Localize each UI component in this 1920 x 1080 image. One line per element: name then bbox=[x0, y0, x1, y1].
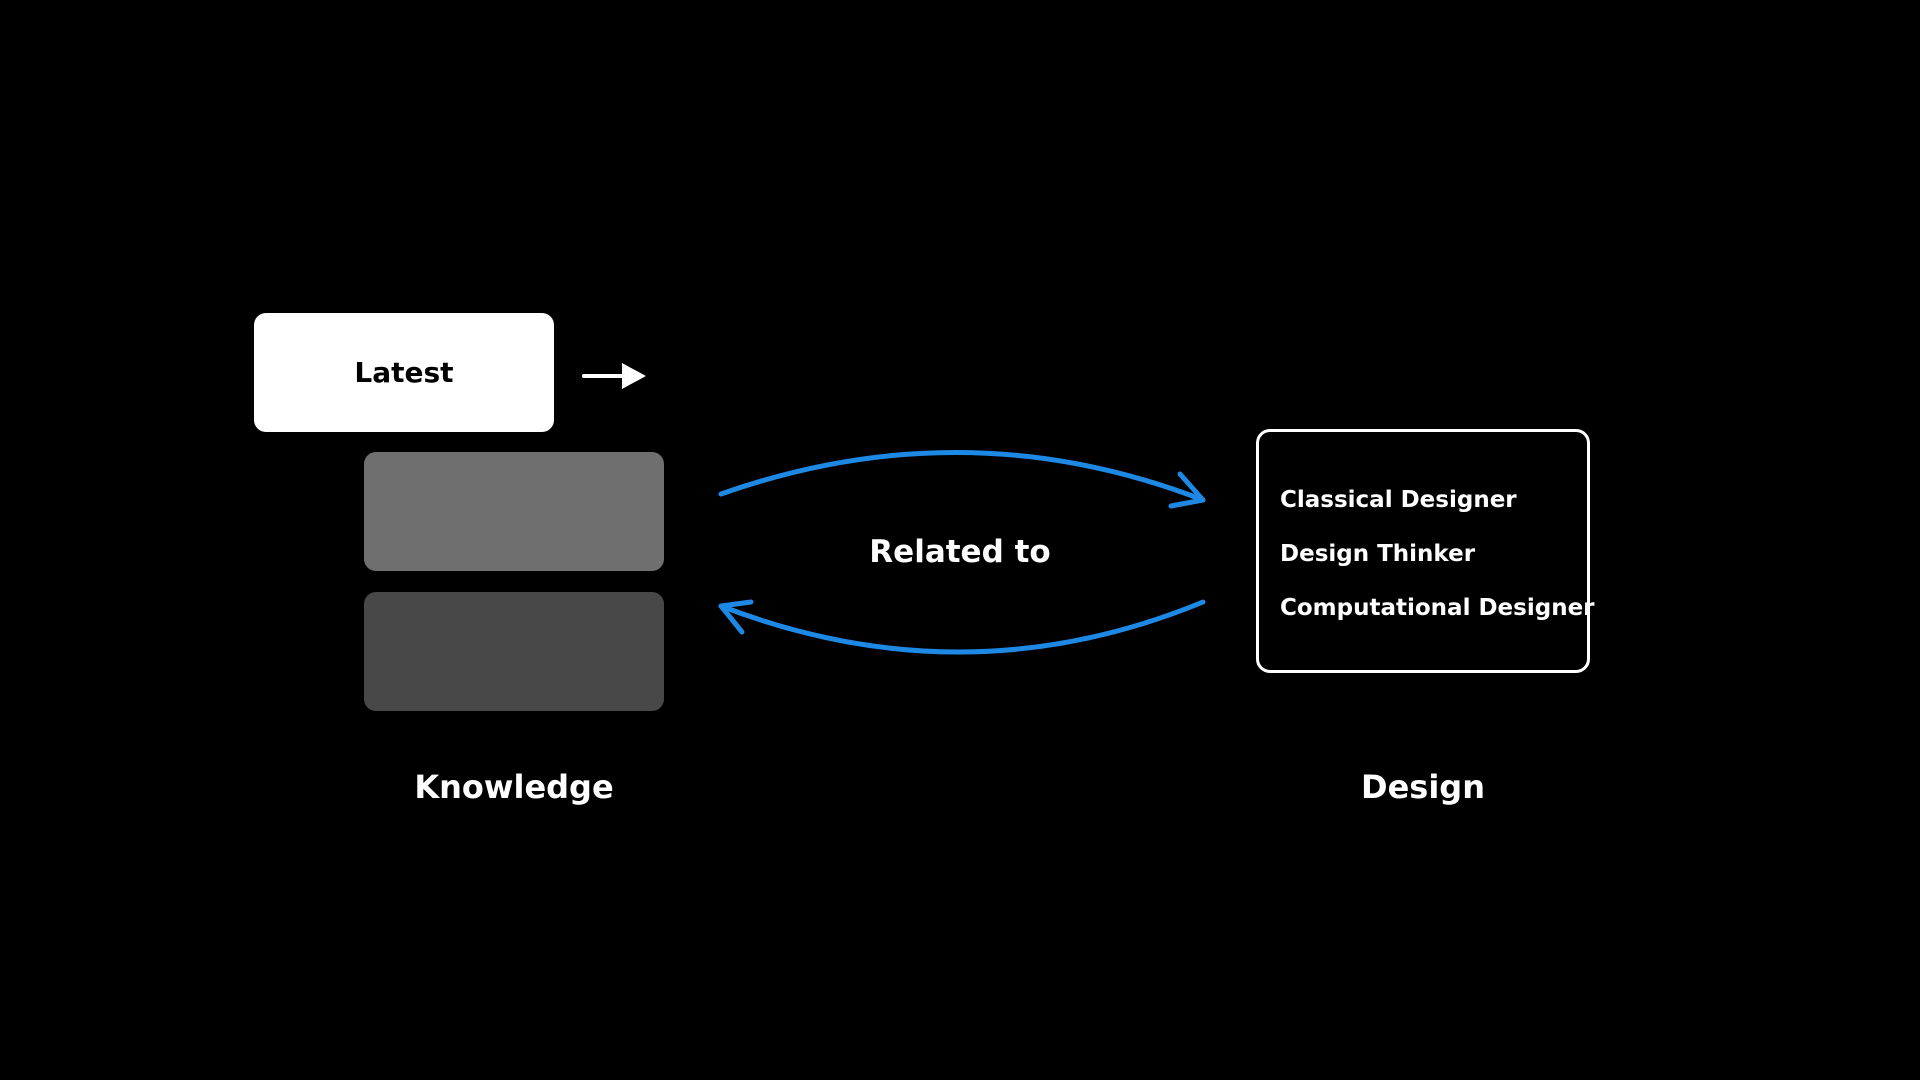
design-label: Design bbox=[1361, 768, 1485, 806]
knowledge-card-back bbox=[364, 592, 664, 711]
knowledge-card-middle bbox=[364, 452, 664, 571]
role-classical-designer: Classical Designer bbox=[1280, 487, 1517, 513]
latest-card: Latest bbox=[254, 313, 554, 432]
arrow-to-design-icon bbox=[718, 449, 1206, 503]
design-roles-box: Classical Designer Design Thinker Comput… bbox=[1256, 429, 1595, 673]
knowledge-label: Knowledge bbox=[414, 768, 614, 806]
role-computational-designer: Computational Designer bbox=[1280, 595, 1595, 621]
relation-label: Related to bbox=[869, 534, 1051, 570]
arrow-to-knowledge-icon bbox=[718, 599, 1206, 655]
latest-label: Latest bbox=[354, 356, 454, 389]
role-design-thinker: Design Thinker bbox=[1280, 541, 1476, 567]
